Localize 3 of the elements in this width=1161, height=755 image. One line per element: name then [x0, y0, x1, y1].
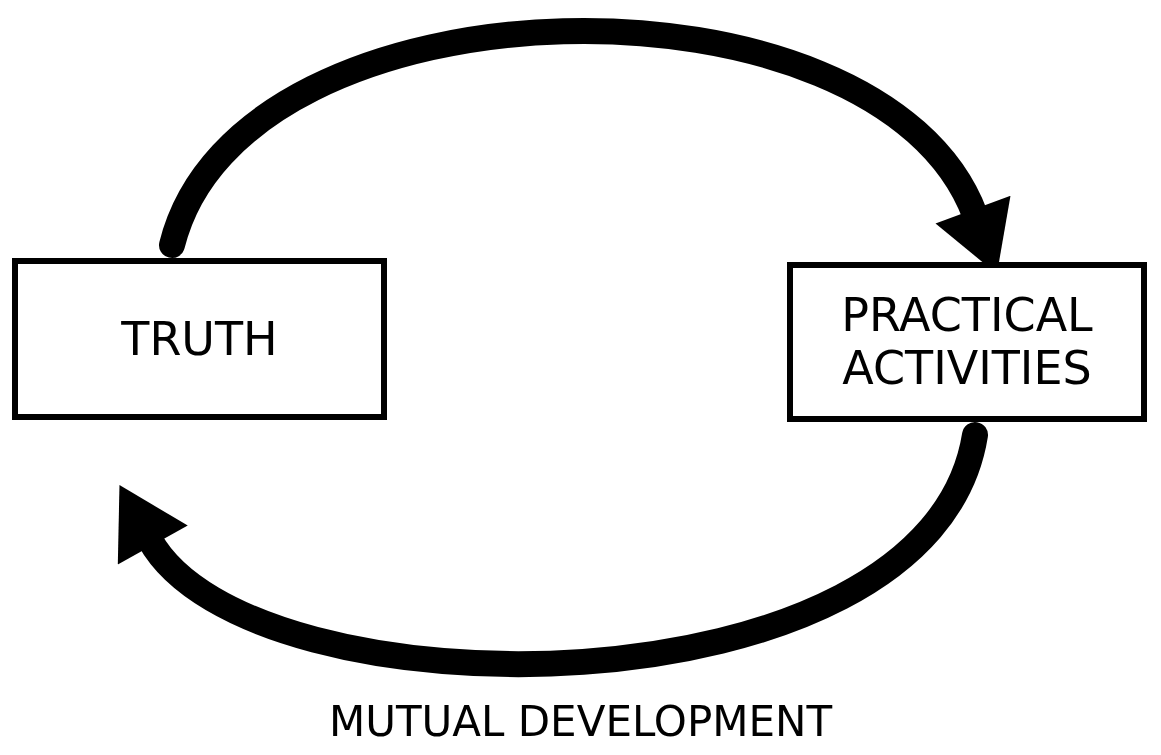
text-box: PRACTICAL ACTIVITIES [787, 262, 1147, 422]
caption: MUTUAL DEVELOPMENT [327, 696, 834, 748]
text-box: TRUTH [12, 258, 387, 420]
